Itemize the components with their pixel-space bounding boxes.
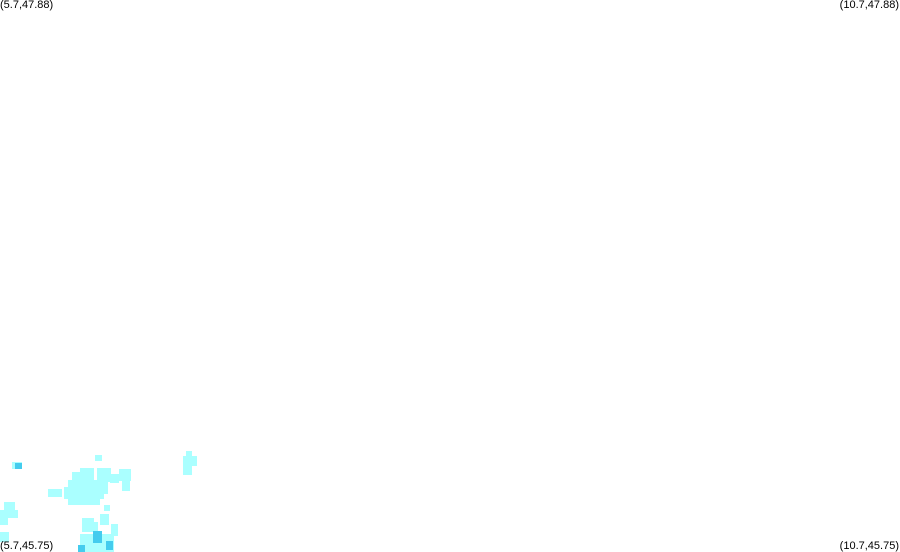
dark-cyan-cells (15, 463, 113, 552)
corner-label-top-left: (5.7,47.88) (0, 0, 54, 11)
corner-label-bottom-left: (5.7,45.75) (0, 540, 54, 552)
corner-label-bottom-right: (10.7,45.75) (839, 540, 899, 552)
corner-label-top-right: (10.7,47.88) (839, 0, 899, 11)
